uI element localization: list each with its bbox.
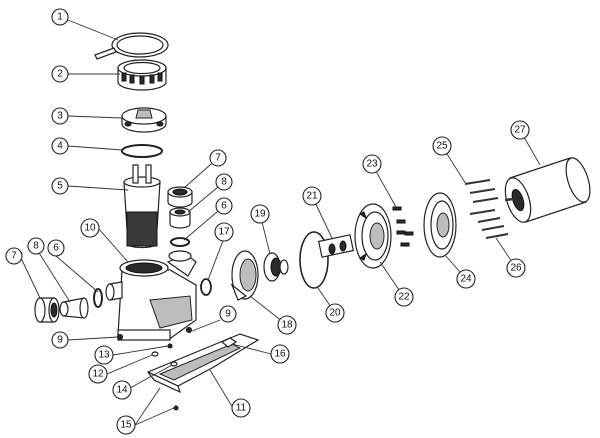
svg-text:24: 24 — [460, 274, 472, 285]
part-union-nut-left — [34, 297, 60, 323]
part-union-o-ring-left — [93, 288, 103, 308]
callout-27: 27 — [510, 120, 530, 140]
callout-2: 2 — [51, 65, 69, 83]
svg-text:1: 1 — [57, 12, 63, 23]
svg-text:3: 3 — [57, 111, 63, 122]
part-screw-15 — [173, 405, 179, 411]
part-cover-o-ring — [121, 144, 163, 158]
part-drain-plug-left — [117, 334, 123, 340]
callout-10: 10 — [80, 218, 100, 238]
svg-text:9: 9 — [225, 309, 231, 320]
svg-text:11: 11 — [236, 403, 247, 414]
part-strainer-basket — [123, 164, 161, 249]
svg-text:26: 26 — [510, 263, 522, 274]
callout-3: 3 — [51, 107, 69, 125]
callout-9-left: 9 — [51, 331, 69, 349]
svg-text:27: 27 — [514, 125, 526, 136]
callout-9-right: 9 — [219, 305, 237, 323]
svg-text:9: 9 — [57, 335, 63, 346]
part-motor — [504, 157, 591, 223]
svg-text:2: 2 — [57, 69, 63, 80]
part-union-tail-left — [59, 297, 89, 319]
svg-text:4: 4 — [57, 141, 63, 152]
part-strainer-cover — [121, 107, 167, 133]
svg-text:7: 7 — [11, 251, 17, 262]
svg-text:23: 23 — [366, 159, 378, 170]
svg-text:21: 21 — [306, 191, 318, 202]
svg-text:6: 6 — [221, 201, 227, 212]
part-union-o-ring-upper — [170, 237, 190, 247]
svg-text:22: 22 — [398, 292, 410, 303]
callout-6-upper: 6 — [215, 197, 233, 215]
svg-text:14: 14 — [116, 385, 128, 396]
callout-8-left: 8 — [27, 237, 45, 255]
svg-text:17: 17 — [218, 227, 230, 238]
svg-text:12: 12 — [92, 369, 104, 380]
part-lid-wrench — [94, 32, 169, 60]
part-washer-14 — [170, 361, 178, 367]
callout-4: 4 — [51, 137, 69, 155]
callout-7-left: 7 — [5, 247, 23, 265]
svg-text:6: 6 — [53, 243, 59, 254]
callout-5: 5 — [51, 177, 69, 195]
callout-8-upper: 8 — [215, 173, 233, 191]
callout-26: 26 — [506, 258, 526, 278]
callout-18: 18 — [277, 315, 297, 335]
callout-16: 16 — [270, 344, 290, 364]
part-drain-plug-right — [186, 327, 192, 333]
part-drain-o-ring — [200, 278, 212, 296]
callout-19: 19 — [250, 204, 270, 224]
part-mechanical-seal — [317, 234, 355, 258]
callout-13: 13 — [94, 345, 114, 365]
part-motor-flange — [423, 192, 457, 258]
callout-1: 1 — [51, 8, 69, 26]
part-union-tail-upper — [169, 207, 191, 229]
part-screws-set-23 — [392, 206, 414, 247]
svg-text:25: 25 — [436, 141, 448, 152]
part-lock-ring — [117, 59, 167, 91]
part-base-clip — [220, 337, 238, 348]
svg-text:18: 18 — [281, 320, 293, 331]
part-clamp-ring — [354, 203, 392, 269]
callout-14: 14 — [112, 380, 132, 400]
callout-7-upper: 7 — [209, 149, 227, 167]
part-screw-13 — [167, 343, 173, 349]
svg-text:20: 20 — [329, 308, 341, 319]
callout-23: 23 — [362, 154, 382, 174]
callout-21: 21 — [302, 186, 322, 206]
callout-25: 25 — [432, 136, 452, 156]
part-pump-housing — [105, 250, 197, 341]
part-pump-base — [146, 333, 260, 394]
svg-text:15: 15 — [120, 420, 132, 431]
callout-24: 24 — [456, 269, 476, 289]
svg-text:10: 10 — [84, 223, 96, 234]
svg-text:13: 13 — [98, 350, 110, 361]
part-bolts-25 — [464, 179, 499, 215]
svg-text:8: 8 — [221, 177, 227, 188]
svg-text:7: 7 — [215, 153, 221, 164]
leader-lines — [20, 19, 541, 426]
callout-22: 22 — [394, 287, 414, 307]
svg-text:8: 8 — [33, 241, 39, 252]
callout-12: 12 — [88, 364, 108, 384]
callout-15: 15 — [116, 415, 136, 435]
svg-text:19: 19 — [254, 209, 266, 220]
callout-17: 17 — [214, 222, 234, 242]
svg-text:16: 16 — [274, 349, 286, 360]
callout-11: 11 — [231, 398, 251, 418]
callout-6-left: 6 — [47, 239, 65, 257]
callout-20: 20 — [325, 303, 345, 323]
part-impeller — [263, 252, 289, 282]
part-union-nut-upper — [167, 186, 193, 208]
part-bolts-26 — [477, 217, 509, 239]
part-washer-12 — [151, 351, 159, 357]
svg-text:5: 5 — [57, 181, 63, 192]
part-seal-plate — [230, 250, 259, 301]
